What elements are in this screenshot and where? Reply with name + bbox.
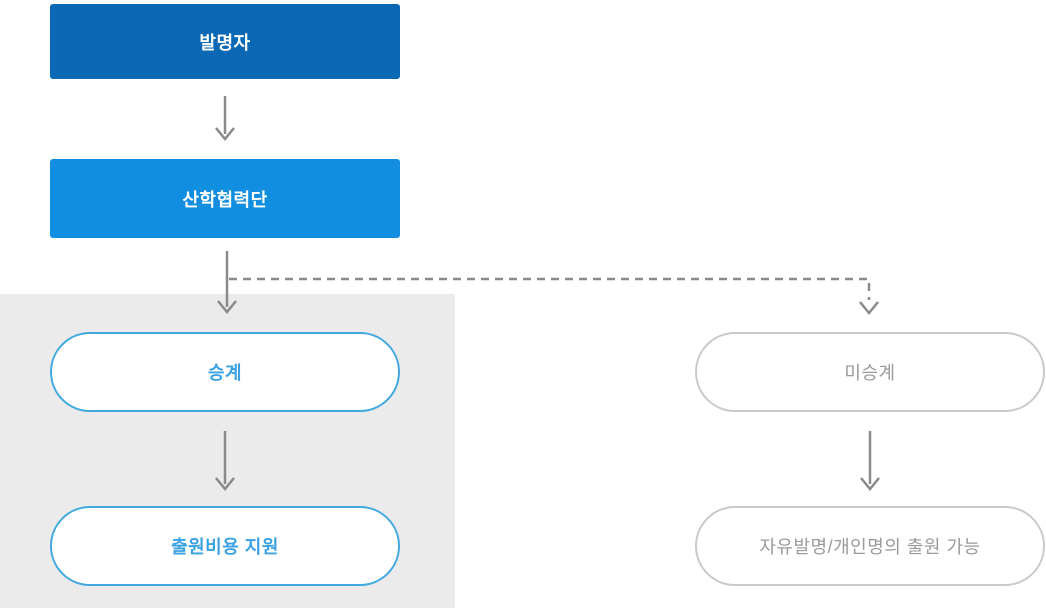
- inventor-node: 발명자: [50, 4, 400, 79]
- cost-support-node: 출원비용 지원: [50, 506, 400, 586]
- free-invention-node: 자유발명/개인명의 출원 가능: [695, 506, 1045, 586]
- succession-node: 승계: [50, 332, 400, 412]
- non-succession-node: 미승계: [695, 332, 1045, 412]
- arrow-inventor-to-foundation: [215, 96, 235, 141]
- arrow-non-succession-to-free-invention: [860, 431, 880, 491]
- foundation-node: 산학협력단: [50, 159, 400, 238]
